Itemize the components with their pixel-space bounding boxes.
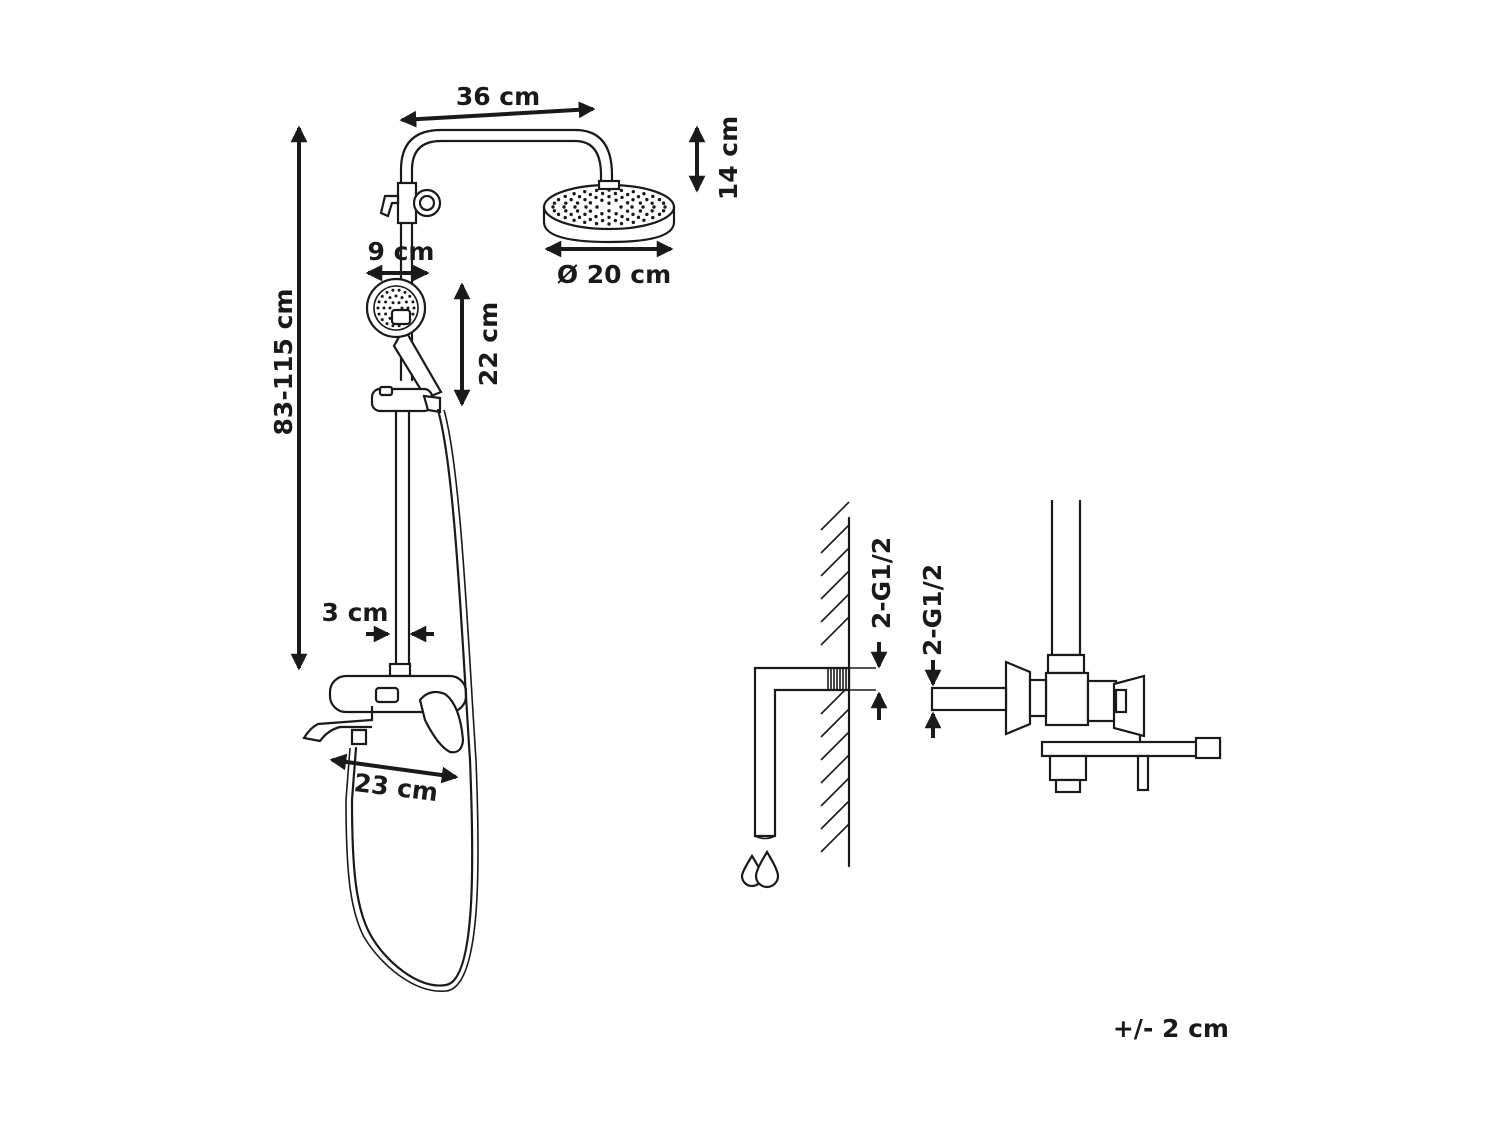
mixer-side-view bbox=[924, 500, 1222, 794]
hand-shower bbox=[365, 277, 443, 400]
head-diameter-label: Ø 20 cm bbox=[557, 260, 671, 289]
thermostatic-mixer bbox=[302, 674, 468, 754]
mixer-length-arrow bbox=[329, 753, 459, 784]
wall-thread-label: 2-G1/2 bbox=[867, 537, 896, 629]
mixer-thread-label: 2-G1/2 bbox=[918, 564, 947, 656]
dimension-lines bbox=[290, 101, 706, 784]
total-height-label: 83-115 cm bbox=[269, 289, 298, 436]
wall-connection-detail bbox=[740, 501, 888, 889]
arm-length-label: 36 cm bbox=[456, 82, 540, 111]
shower-column-drawing bbox=[302, 128, 676, 992]
arm-length-arrow bbox=[399, 101, 596, 128]
head-height-label: 14 cm bbox=[714, 116, 743, 200]
hand-width-label: 9 cm bbox=[368, 237, 435, 266]
rail-diameter-label: 3 cm bbox=[322, 598, 389, 627]
tolerance-note: +/- 2 cm bbox=[1113, 1014, 1229, 1043]
hand-length-label: 22 cm bbox=[474, 302, 503, 386]
rain-shower-head bbox=[542, 179, 676, 244]
water-drops-icon bbox=[740, 849, 780, 889]
